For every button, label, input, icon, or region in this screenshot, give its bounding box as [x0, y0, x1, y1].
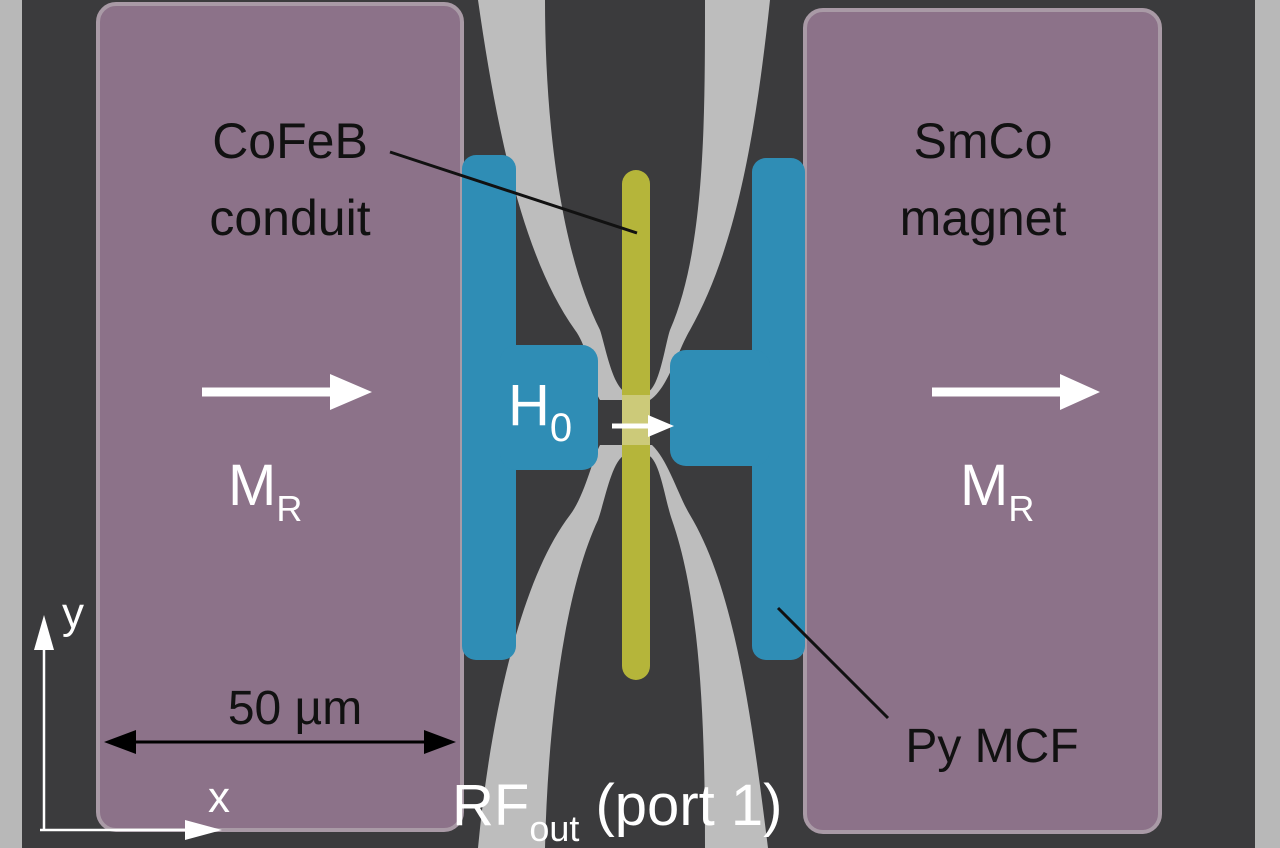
conduit-leader-line — [389, 150, 638, 235]
conduit-label-line1: CoFeB — [212, 113, 368, 169]
scale-bar-label: 50 µm — [228, 682, 362, 735]
field-arrowhead — [648, 415, 674, 437]
lead-bottom-right — [648, 445, 768, 848]
mcf-left-bar — [462, 155, 516, 660]
field-label: H0 — [508, 373, 572, 450]
lead-top-left — [478, 0, 625, 400]
mcf-left-tip — [500, 345, 598, 470]
magnetization-right-sub: R — [1008, 488, 1034, 529]
axis-x-label: x — [208, 773, 230, 822]
rf-out-sub: out — [529, 808, 579, 848]
arrowhead-left — [330, 374, 372, 410]
scale-bar — [104, 730, 456, 754]
axis-y-label: y — [62, 589, 84, 638]
magnet-label-line2: magnet — [900, 190, 1067, 246]
left-edge-frame — [0, 0, 22, 848]
mcf-label: Py MCF — [905, 720, 1078, 773]
magnetization-right-main: M — [960, 453, 1008, 518]
field-label-main: H — [508, 373, 550, 438]
mcf-right-bar — [752, 158, 805, 660]
scale-bar-right-head — [424, 730, 456, 754]
magnetization-left-sub: R — [276, 488, 302, 529]
x-axis-arrowhead — [185, 820, 222, 840]
y-axis-arrowhead — [34, 615, 54, 650]
scale-bar-left-head — [104, 730, 136, 754]
conduit-label-line2: conduit — [209, 190, 370, 246]
magnet-label-line1: SmCo — [914, 113, 1053, 169]
rf-out-port: (port 1) — [579, 773, 782, 838]
rf-out-main: RF — [452, 773, 529, 838]
py-mcf — [462, 155, 805, 660]
field-label-sub: 0 — [550, 406, 572, 450]
lead-top-right — [648, 0, 770, 400]
magnetization-left-main: M — [228, 453, 276, 518]
rf-out-label: RFout (port 1) — [452, 773, 782, 848]
mcf-right-tip — [670, 350, 770, 466]
arrows — [34, 374, 1100, 840]
right-edge-frame — [1255, 0, 1280, 848]
rf-leads — [478, 0, 770, 848]
arrowhead-right — [1060, 374, 1100, 410]
lead-bottom-left — [478, 445, 625, 848]
magnetization-left-label: MR — [228, 453, 302, 529]
mcf-leader-line — [776, 606, 890, 720]
conduit-gap-region — [622, 395, 650, 445]
magnetization-right-label: MR — [960, 453, 1034, 529]
